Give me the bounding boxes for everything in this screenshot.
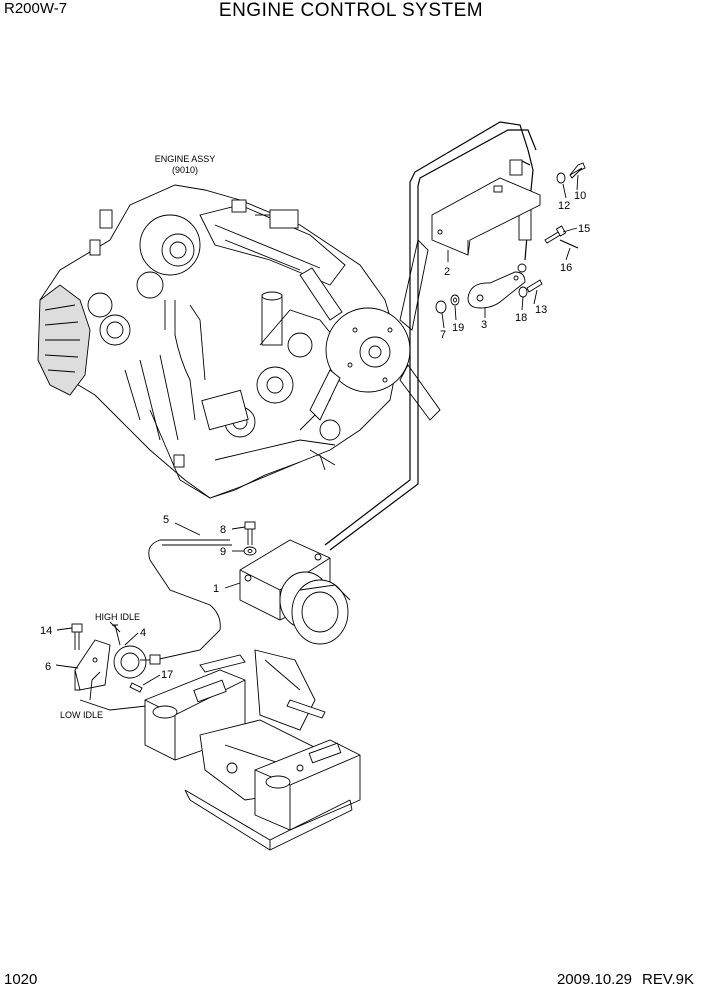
callout-13: 13	[535, 304, 547, 316]
callout-2: 2	[444, 266, 450, 278]
actuator-motor-1	[239, 521, 351, 645]
callout-12: 12	[558, 200, 570, 212]
callout-8: 8	[220, 524, 226, 536]
bracket-2	[431, 177, 541, 256]
page-number: 1020	[4, 971, 38, 988]
callout-17: 17	[161, 669, 173, 681]
engine-assy-label: ENGINE ASSY	[155, 154, 216, 164]
callout-9: 9	[220, 546, 226, 558]
footer-revision-info: 2009.10.29 REV.9K	[547, 971, 694, 988]
callout-1: 1	[213, 583, 219, 595]
revision-code: REV.9K	[642, 971, 694, 988]
accel-dial-4	[71, 621, 201, 711]
callout-14: 14	[40, 625, 52, 637]
callout-4: 4	[140, 627, 146, 639]
callout-16: 16	[560, 262, 572, 274]
callout-5: 5	[163, 514, 169, 526]
callout-6: 6	[45, 661, 51, 673]
callout-7: 7	[440, 329, 446, 341]
low-idle-label: LOW IDLE	[60, 710, 103, 720]
callout-18: 18	[515, 312, 527, 324]
model-code: R200W-7	[4, 0, 68, 17]
high-idle-label: HIGH IDLE	[95, 612, 140, 622]
engine-assy-code: (9010)	[172, 165, 198, 175]
callout-10: 10	[574, 190, 586, 202]
engine-assembly	[37, 184, 441, 499]
callout-19: 19	[452, 322, 464, 334]
lever-3	[467, 271, 526, 309]
callout-15: 15	[578, 223, 590, 235]
small-hardware	[435, 162, 586, 314]
revision-date: 2009.10.29	[556, 971, 633, 988]
page-title: ENGINE CONTROL SYSTEM	[218, 0, 484, 21]
callout-3: 3	[481, 319, 487, 331]
leader-lines	[55, 174, 579, 686]
control-cable	[148, 121, 537, 661]
operator-seat	[144, 649, 361, 851]
